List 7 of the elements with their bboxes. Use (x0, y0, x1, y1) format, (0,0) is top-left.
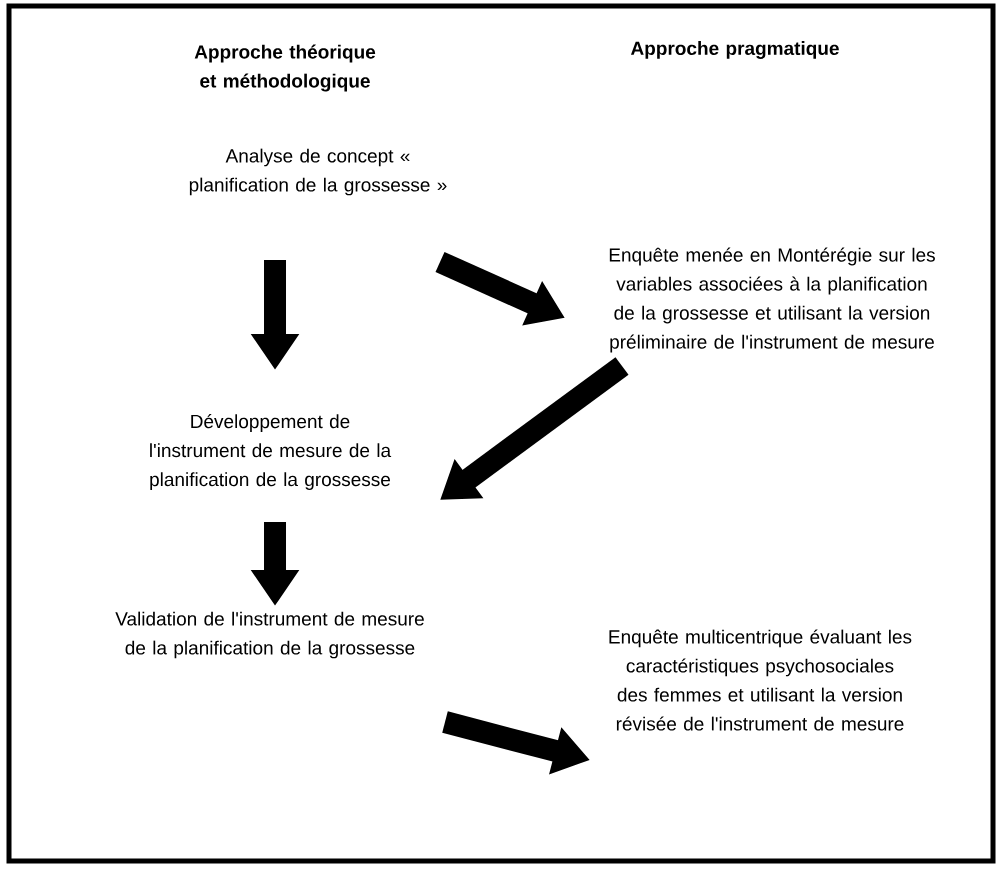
step-text: Enquête menée en Montérégie sur les variables associées à la planification de la grossesse et utilisant la version préliminaire de l'instrument de mesure (609, 247, 935, 353)
step-text: Enquête multicentrique évaluant les caractéristiques psychosociales des femmes et utilisant la version révisée de l'instrument de mesure (609, 629, 912, 731)
column-heading: Approche pragmatique (630, 41, 839, 59)
step-text: Validation de l'instrument de mesure de la planification de la grossesse (115, 611, 424, 659)
column-heading: Approche théorique et méthodologique (194, 44, 376, 92)
step-text: Développement de l'instrument de mesure de la planification de la grossesse (150, 414, 392, 490)
step-text: Analyse de concept « planification de la grossesse » (189, 148, 447, 196)
